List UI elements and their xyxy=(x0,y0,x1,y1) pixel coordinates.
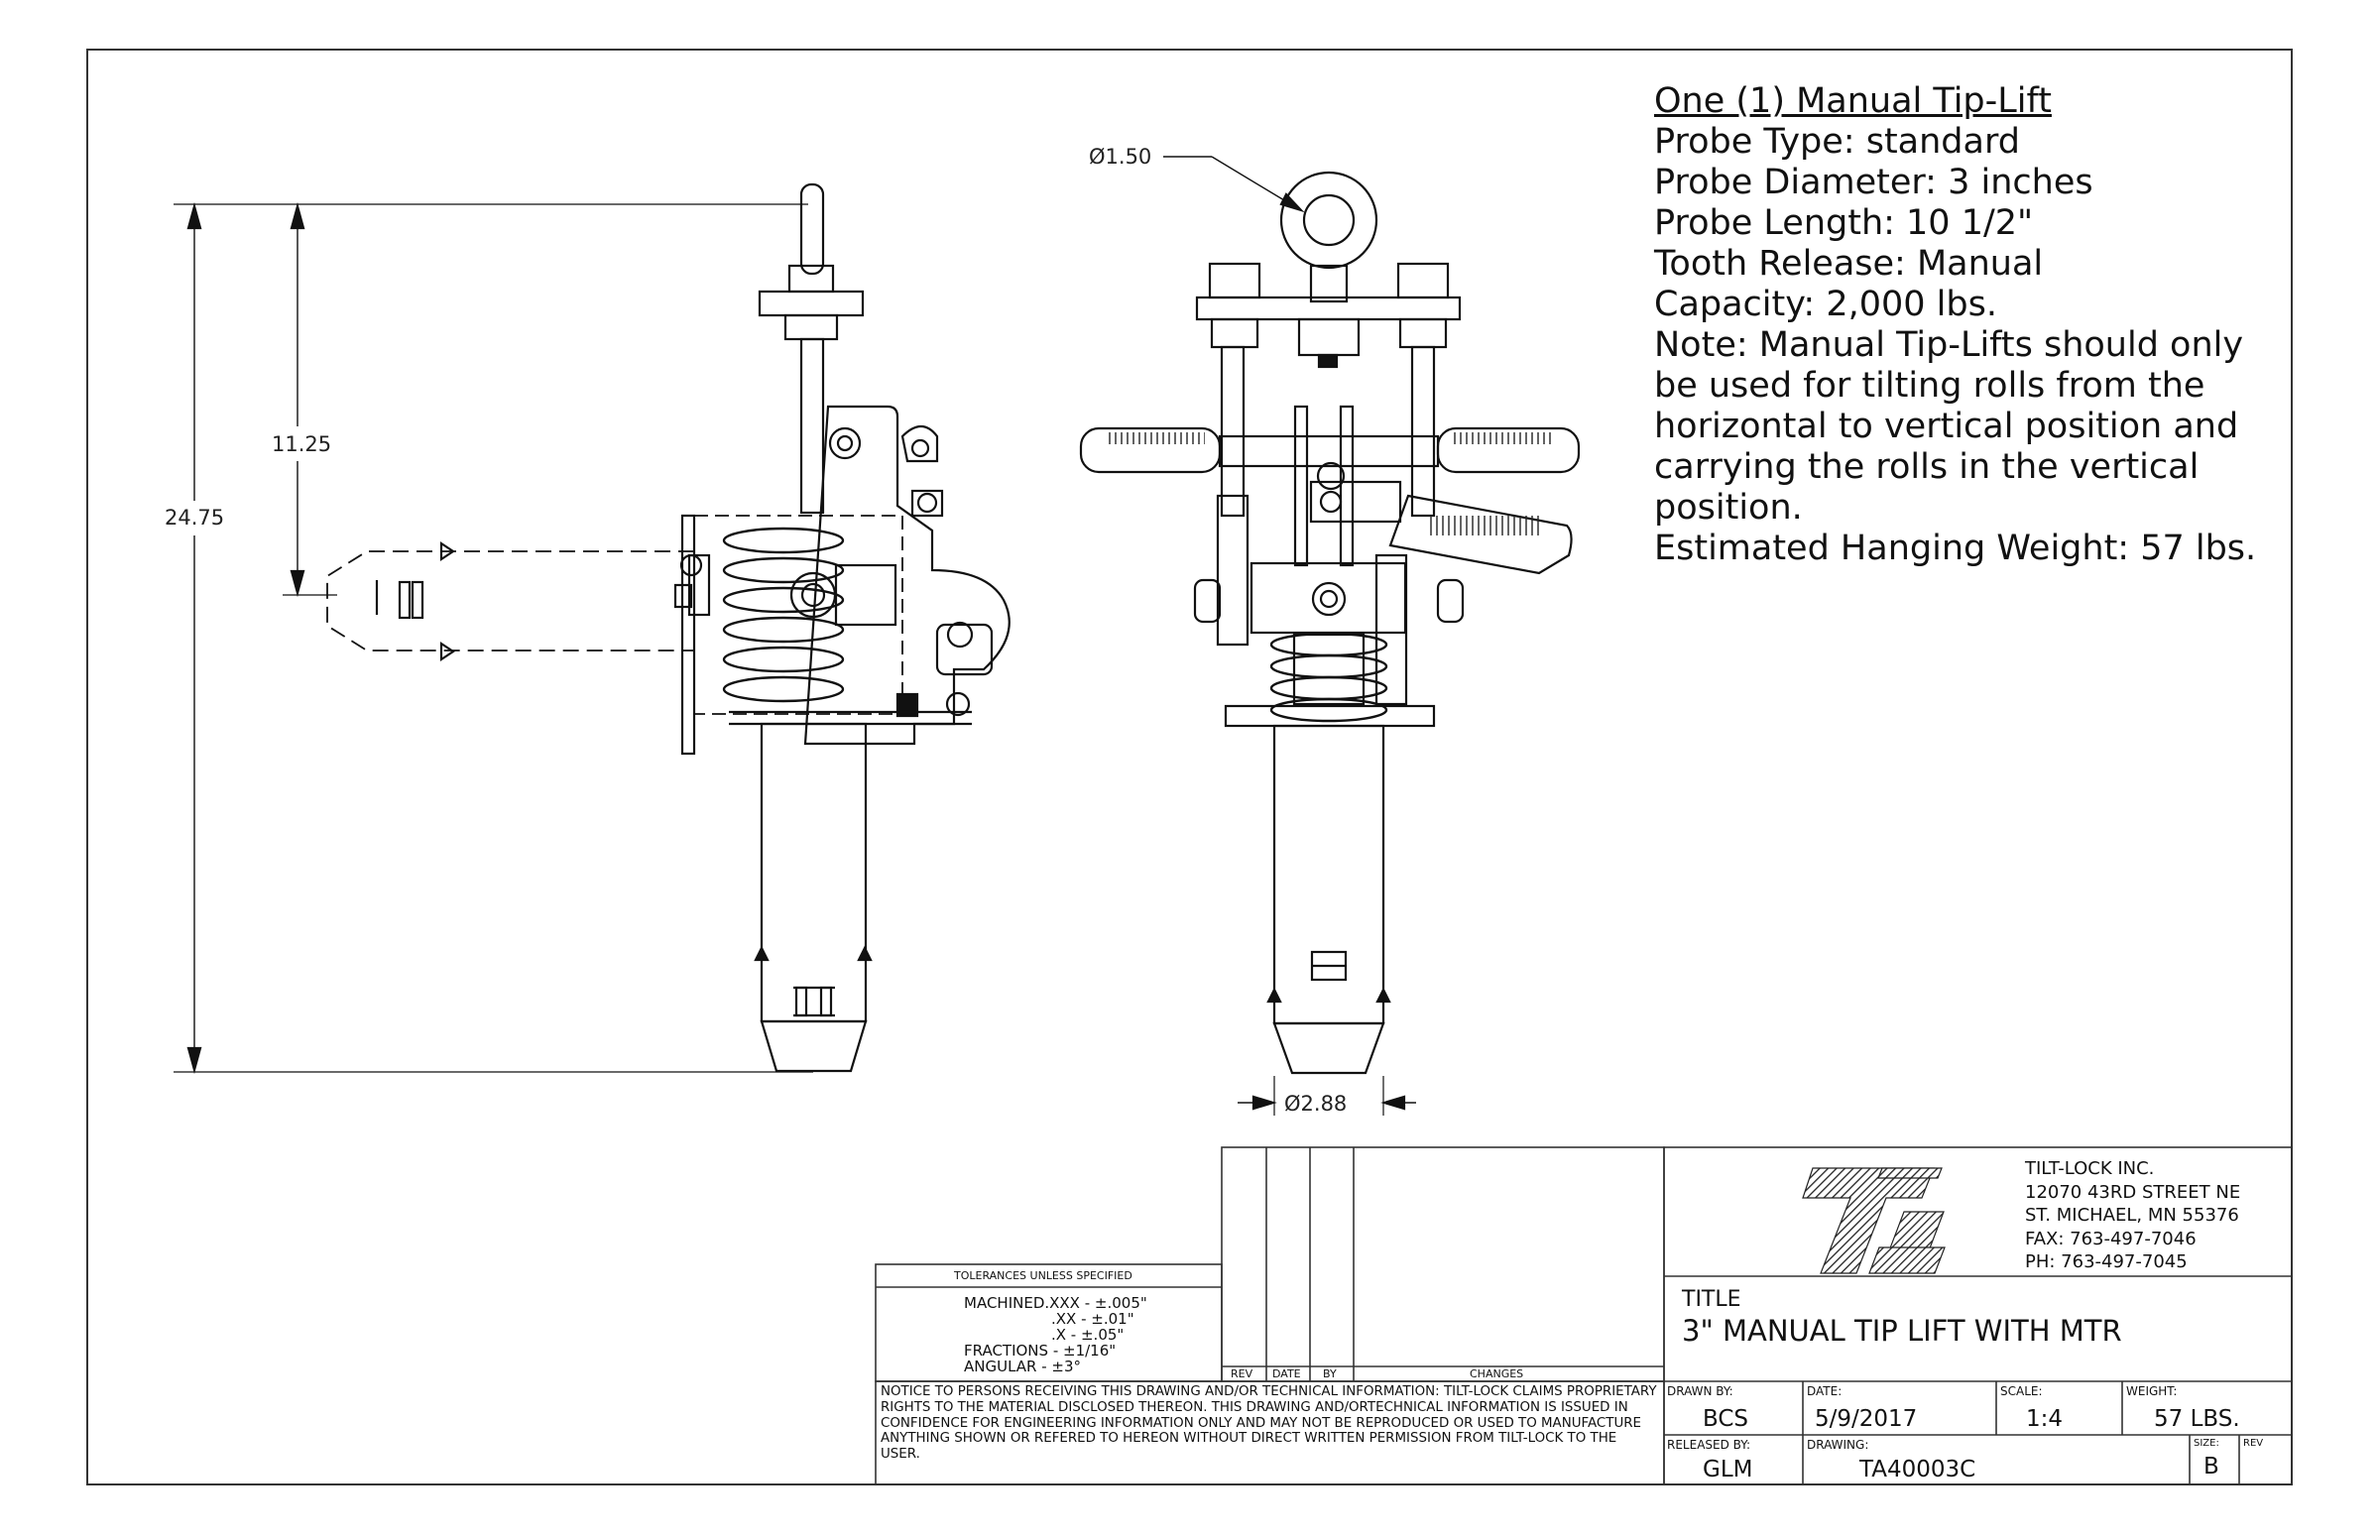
tilt-lock-logo xyxy=(1802,1167,1946,1274)
company-phone: PH: 763-497-7045 xyxy=(2025,1251,2188,1272)
note-hanging-weight: Estimated Hanging Weight: 57 lbs. xyxy=(1654,529,2257,568)
note-usage-line-1: Note: Manual Tip-Lifts should only xyxy=(1654,325,2244,365)
notes-heading: One (1) Manual Tip-Lift xyxy=(1654,81,2052,121)
tolerance-row-angular: ANGULAR - ±3° xyxy=(964,1358,1082,1375)
note-probe-type: Probe Type: standard xyxy=(1654,122,2020,162)
dim-probe-diameter: Ø2.88 xyxy=(1284,1092,1347,1116)
company-info: TILT-LOCK INC. 12070 43RD STREET NE ST. … xyxy=(2025,1157,2240,1274)
revision-col-by: BY xyxy=(1323,1367,1337,1380)
rev-label: REV xyxy=(2243,1438,2264,1449)
note-probe-diameter: Probe Diameter: 3 inches xyxy=(1654,163,2093,202)
company-street: 12070 43RD STREET NE xyxy=(2025,1181,2241,1203)
company-name: TILT-LOCK INC. xyxy=(2025,1158,2155,1179)
released-by-label: RELEASED BY: xyxy=(1667,1438,1751,1452)
date-value: 5/9/2017 xyxy=(1815,1406,1918,1432)
tolerance-row-x: .X - ±.05" xyxy=(1051,1326,1125,1344)
title-block-grid xyxy=(875,1146,2293,1485)
revision-col-changes: CHANGES xyxy=(1470,1367,1524,1380)
scale-value: 1:4 xyxy=(2026,1406,2064,1432)
note-tooth-release: Tooth Release: Manual xyxy=(1654,244,2044,284)
note-usage-line-2: be used for tilting rolls from the xyxy=(1654,366,2205,406)
tolerance-row-fractions: FRACTIONS - ±1/16" xyxy=(964,1342,1117,1360)
size-label: SIZE: xyxy=(2194,1438,2219,1449)
front-view xyxy=(1079,156,1581,1116)
dim-eye-diameter: Ø1.50 xyxy=(1089,145,1151,169)
tolerance-row-xx: .XX - ±.01" xyxy=(1051,1310,1134,1328)
note-usage-line-5: position. xyxy=(1654,488,1803,528)
note-usage-line-4: carrying the rolls in the vertical xyxy=(1654,447,2200,487)
title-label: TITLE xyxy=(1682,1287,1741,1312)
drawing-number-label: DRAWING: xyxy=(1807,1438,1869,1452)
weight-label: WEIGHT: xyxy=(2126,1384,2178,1398)
dim-overall-height: 24.75 xyxy=(165,506,224,530)
revision-col-rev: REV xyxy=(1231,1367,1253,1380)
drawing-title: 3" MANUAL TIP LIFT WITH MTR xyxy=(1682,1314,2122,1348)
side-view xyxy=(174,182,1011,1075)
date-label: DATE: xyxy=(1807,1384,1843,1398)
note-capacity: Capacity: 2,000 lbs. xyxy=(1654,285,1997,324)
released-by-value: GLM xyxy=(1703,1457,1753,1482)
weight-value: 57 LBS. xyxy=(2154,1406,2240,1432)
tolerances-header: TOLERANCES UNLESS SPECIFIED xyxy=(954,1269,1132,1282)
drawn-by-label: DRAWN BY: xyxy=(1667,1384,1733,1398)
company-city: ST. MICHAEL, MN 55376 xyxy=(2025,1205,2239,1226)
size-value: B xyxy=(2203,1454,2219,1480)
tolerance-row-xxx: MACHINED.XXX - ±.005" xyxy=(964,1294,1147,1312)
note-usage-line-3: horizontal to vertical position and xyxy=(1654,407,2239,446)
revision-col-date: DATE xyxy=(1272,1367,1301,1380)
drawing-number-value: TA40003C xyxy=(1859,1457,1976,1482)
specification-notes: One (1) Manual Tip-Lift Probe Type: stan… xyxy=(1654,81,2368,569)
company-fax: FAX: 763-497-7046 xyxy=(2025,1228,2197,1249)
scale-label: SCALE: xyxy=(2000,1384,2043,1398)
note-probe-length: Probe Length: 10 1/2" xyxy=(1654,203,2034,243)
drawn-by-value: BCS xyxy=(1703,1406,1749,1432)
proprietary-notice: NOTICE TO PERSONS RECEIVING THIS DRAWING… xyxy=(881,1384,1657,1463)
dim-probe-height: 11.25 xyxy=(272,432,331,456)
